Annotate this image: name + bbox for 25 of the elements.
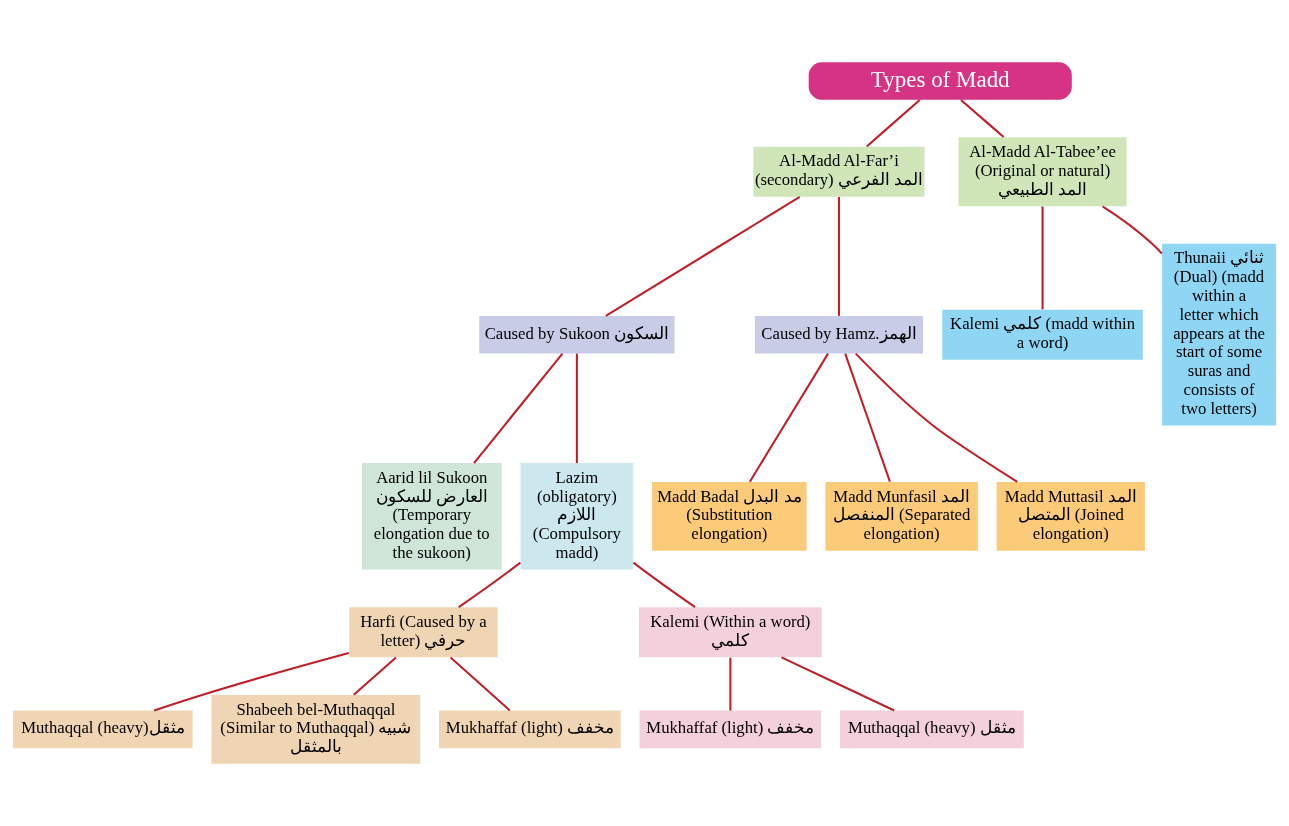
node-box: Muthaqqal (heavy)مثقل [13,710,193,749]
connector [1041,206,1044,310]
connector [837,196,840,316]
connector [729,657,732,711]
node-box: Mukhaffaf (light) مخفف [439,710,621,749]
connector [855,352,1018,483]
connector [844,353,891,483]
node-box: Caused by Hamz.الهمز [754,315,923,354]
connector [1102,205,1163,255]
connector [960,99,1005,138]
connector [458,561,521,608]
node-box: Mukhaffaf (light) مخفف [639,710,822,749]
node-box: Types of Madd [808,62,1072,100]
connector [632,561,696,608]
connector [353,656,397,696]
connector [605,196,801,317]
node-box: Muthaqqal (heavy) مثقل [840,710,1024,749]
connector [748,353,829,483]
connector [153,652,350,712]
connector [449,656,511,712]
connector [781,656,895,712]
node-box: Caused by Sukoon السكون [479,315,675,354]
connector [575,353,578,464]
connector [473,352,564,464]
connector [866,99,921,148]
